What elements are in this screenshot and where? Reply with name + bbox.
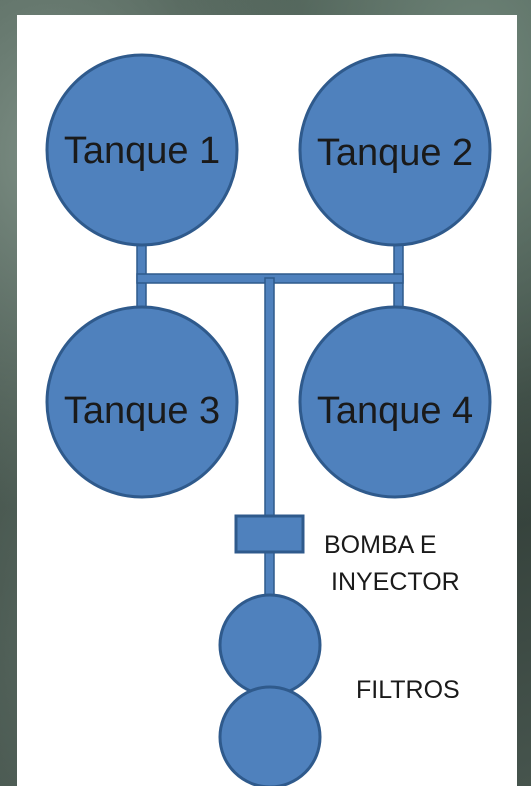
tank-4-label: Tanque 4 bbox=[317, 390, 473, 432]
tank-3-label: Tanque 3 bbox=[64, 390, 220, 432]
tank-4-circle bbox=[298, 305, 492, 499]
filter-2-circle bbox=[218, 685, 322, 786]
pump-label-line2: INYECTOR bbox=[331, 568, 460, 596]
tank-2-circle bbox=[298, 53, 492, 247]
tank-3-circle bbox=[45, 305, 239, 499]
tank-2-label: Tanque 2 bbox=[317, 132, 473, 174]
pipe-main-down bbox=[264, 277, 275, 519]
tank-1-label: Tanque 1 bbox=[64, 130, 220, 172]
tank-1-circle bbox=[45, 53, 239, 247]
pump-label-line1: BOMBA E bbox=[324, 531, 437, 559]
filters-label: FILTROS bbox=[356, 676, 460, 704]
filter-1-circle bbox=[218, 593, 322, 697]
pump-injector-box bbox=[234, 514, 305, 554]
